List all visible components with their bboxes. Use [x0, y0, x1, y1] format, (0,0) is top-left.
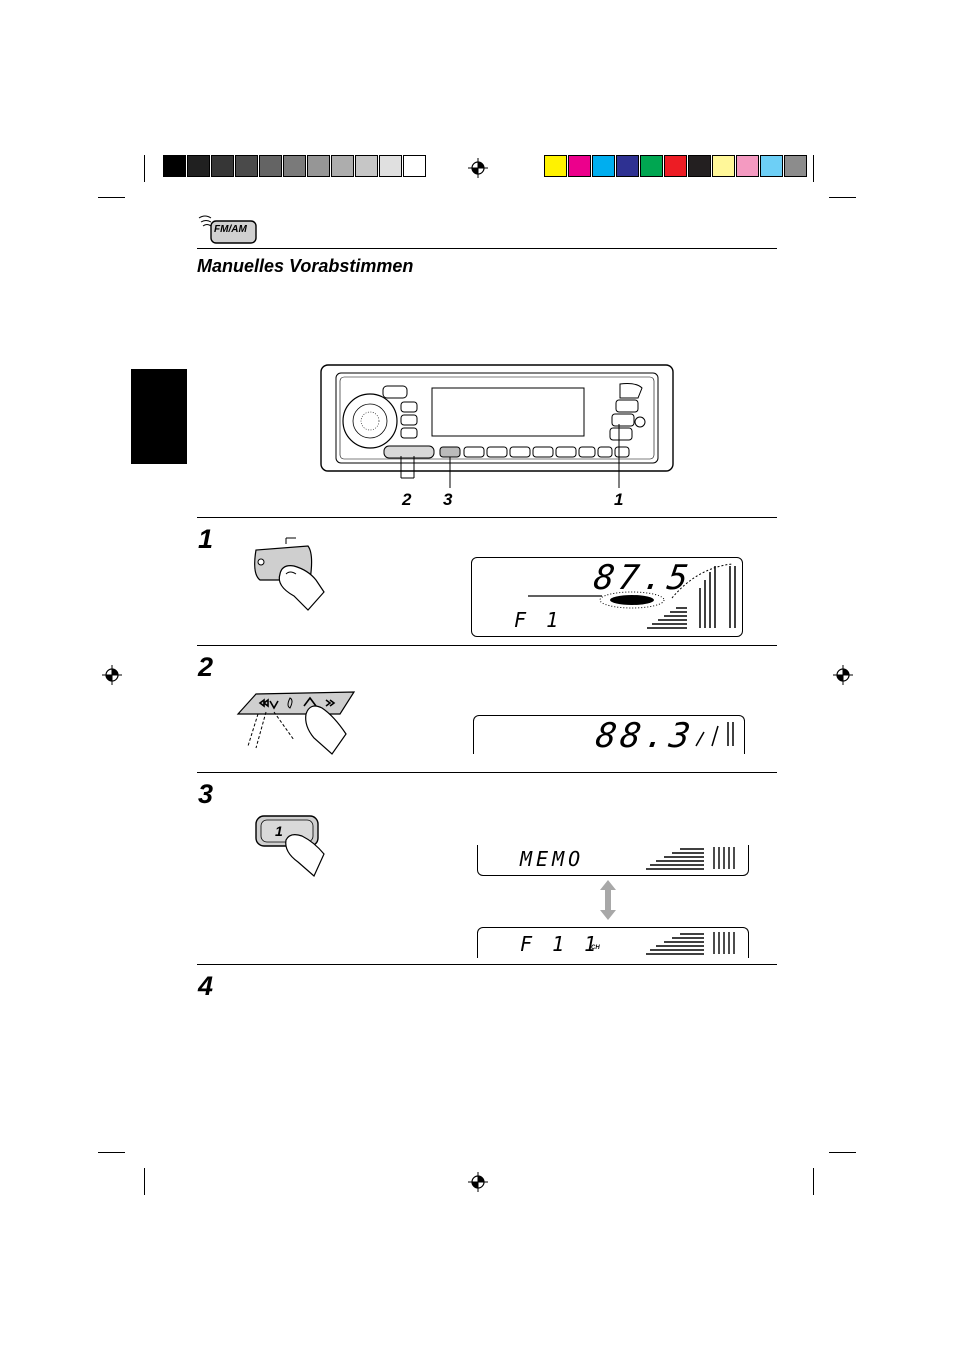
- crop-mark: [829, 1152, 856, 1153]
- section-title: Manuelles Vorabstimmen: [197, 256, 414, 276]
- registration-mark-icon: [468, 158, 488, 178]
- finger-press-seek-buttons: [236, 691, 356, 755]
- fm-am-label: FM/AM: [214, 224, 247, 235]
- step-3-rule: [197, 772, 777, 773]
- callout-1: 1: [614, 490, 624, 509]
- channel-suffix: CH: [591, 945, 600, 951]
- color-swatch: [379, 155, 402, 177]
- color-swatch: [235, 155, 258, 177]
- color-swatch: [544, 155, 567, 177]
- fm-am-button-icon: FM/AM: [197, 214, 259, 246]
- color-swatch: [211, 155, 234, 177]
- step-4-number: 4: [198, 971, 214, 1001]
- callout-3: 3: [443, 490, 453, 509]
- registration-mark-icon: [468, 1172, 488, 1192]
- step-1-number: 1: [198, 524, 214, 554]
- step-4-rule: [197, 964, 777, 965]
- grayscale-color-bar: [163, 155, 427, 177]
- color-swatch: [283, 155, 306, 177]
- language-side-tab: [131, 369, 187, 464]
- crop-mark: [813, 1168, 814, 1195]
- callout-2: 2: [402, 490, 412, 509]
- level-meter-graphic: [646, 932, 735, 955]
- color-swatch: [568, 155, 591, 177]
- color-swatch: [307, 155, 330, 177]
- crop-mark: [829, 197, 856, 198]
- finger-press-preset-button: [255, 815, 325, 877]
- registration-mark-icon: [833, 665, 853, 685]
- header-rule: [197, 248, 777, 249]
- color-swatch: [664, 155, 687, 177]
- color-swatch: [187, 155, 210, 177]
- lcd-display-preset: F 1 1 CH: [477, 927, 749, 958]
- registration-mark-icon: [102, 665, 122, 685]
- color-swatch: [592, 155, 615, 177]
- process-color-bar: [544, 155, 808, 177]
- color-swatch: [331, 155, 354, 177]
- color-swatch: [736, 155, 759, 177]
- lcd-display-step2: 88.3: [473, 715, 745, 754]
- color-swatch: [616, 155, 639, 177]
- step-2-number: 2: [198, 652, 214, 682]
- step-3-number: 3: [198, 779, 214, 809]
- step-1-rule: [197, 517, 777, 518]
- car-radio-front-panel: [320, 364, 674, 488]
- preset-readout: F 1 1: [520, 932, 601, 956]
- preset-button-label: 1: [275, 823, 283, 839]
- lcd-display-step1: 87.5 F 1: [471, 557, 743, 637]
- lcd-display-memo: MEMO: [477, 845, 749, 876]
- color-swatch: [688, 155, 711, 177]
- memo-readout: MEMO: [520, 847, 585, 871]
- level-meter-graphic: [528, 563, 736, 629]
- color-swatch: [784, 155, 807, 177]
- band-readout: F 1: [514, 608, 563, 632]
- color-swatch: [403, 155, 426, 177]
- step-2-rule: [197, 645, 777, 646]
- crop-mark: [144, 1168, 145, 1195]
- level-meter-graphic: [695, 722, 734, 747]
- color-swatch: [259, 155, 282, 177]
- crop-mark: [98, 197, 125, 198]
- crop-mark: [144, 155, 145, 182]
- level-meter-graphic: [646, 847, 735, 870]
- color-swatch: [712, 155, 735, 177]
- crop-mark: [813, 155, 814, 182]
- finger-press-band-button: [254, 537, 325, 611]
- crop-mark: [98, 1152, 125, 1153]
- color-swatch: [355, 155, 378, 177]
- color-swatch: [640, 155, 663, 177]
- color-swatch: [760, 155, 783, 177]
- color-swatch: [163, 155, 186, 177]
- alternating-arrow-icon: [600, 880, 616, 920]
